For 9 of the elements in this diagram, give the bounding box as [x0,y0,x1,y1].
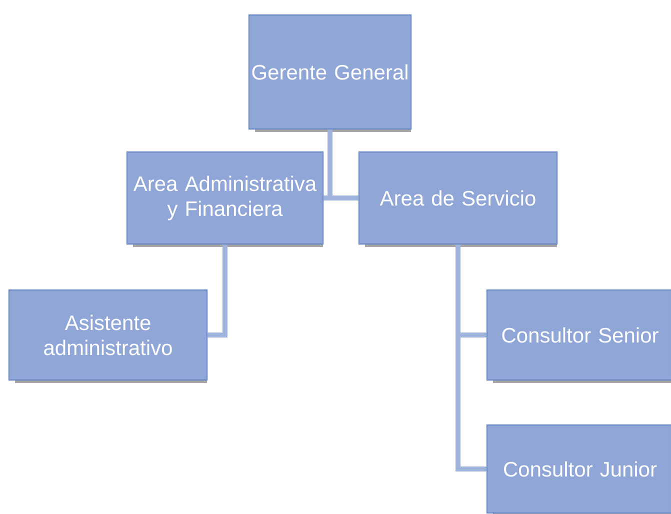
org-box: Consultor Senior [486,289,671,383]
org-box: Asistente administrativo [8,289,208,383]
connector-line [456,244,486,472]
org-box: Consultor Junior [486,424,671,514]
org-box: Gerente General [248,14,412,132]
connector-line [208,244,228,338]
connector-line [328,130,358,200]
org-box: Area de Servicio [358,151,558,247]
org-box: Area Administrativa y Financiera [126,151,324,247]
